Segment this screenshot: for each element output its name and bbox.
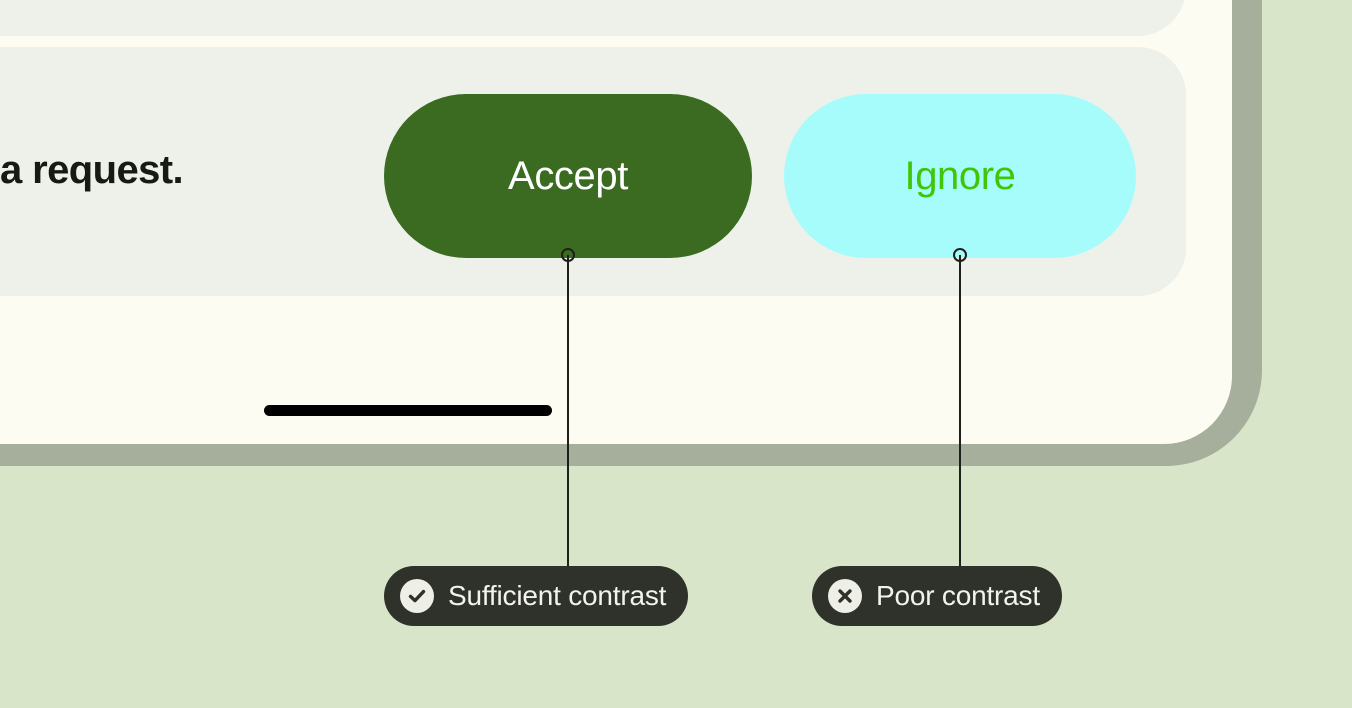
leader-line-accept bbox=[567, 255, 569, 567]
device-frame: a request. Accept Ignore bbox=[0, 0, 1262, 466]
callout-sufficient-contrast: Sufficient contrast bbox=[384, 566, 689, 626]
check-circle-icon bbox=[400, 579, 434, 613]
pin-dot-ignore bbox=[953, 248, 967, 262]
ignore-button[interactable]: Ignore bbox=[784, 94, 1136, 258]
leader-line-ignore bbox=[959, 255, 961, 567]
partial-card-above bbox=[0, 0, 1186, 36]
x-circle-icon bbox=[828, 579, 862, 613]
notification-text: a request. bbox=[0, 148, 184, 192]
home-indicator[interactable] bbox=[264, 405, 552, 416]
accept-button[interactable]: Accept bbox=[384, 94, 752, 258]
callout-label-sufficient-contrast: Sufficient contrast bbox=[448, 580, 667, 611]
callout-poor-contrast: Poor contrast bbox=[812, 566, 1062, 626]
pin-dot-accept bbox=[561, 248, 575, 262]
device-screen: a request. Accept Ignore bbox=[0, 0, 1232, 444]
callout-label-poor-contrast: Poor contrast bbox=[876, 580, 1040, 611]
